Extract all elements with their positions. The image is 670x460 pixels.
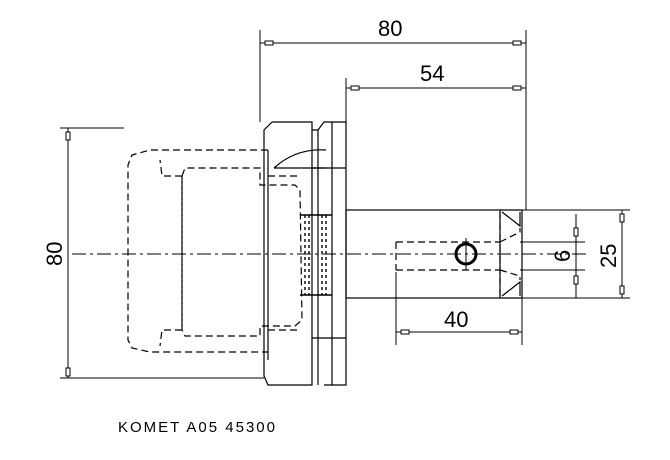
dimension-flange-to-end: 54 — [420, 61, 444, 86]
dimension-bore-diameter: 6 — [550, 250, 575, 262]
dimension-body-diameter: 80 — [42, 242, 67, 266]
thread-hatching — [300, 214, 332, 296]
dimension-lines — [60, 30, 630, 379]
cross-hole — [454, 238, 478, 270]
dimension-ticks — [65, 40, 625, 377]
hidden-lines — [127, 149, 521, 353]
dimension-bore-depth: 40 — [444, 307, 468, 332]
dimension-overall-length: 80 — [378, 16, 402, 41]
dimension-shank-diameter: 25 — [596, 244, 621, 268]
part-number-caption: KOMET A05 45300 — [118, 419, 277, 436]
